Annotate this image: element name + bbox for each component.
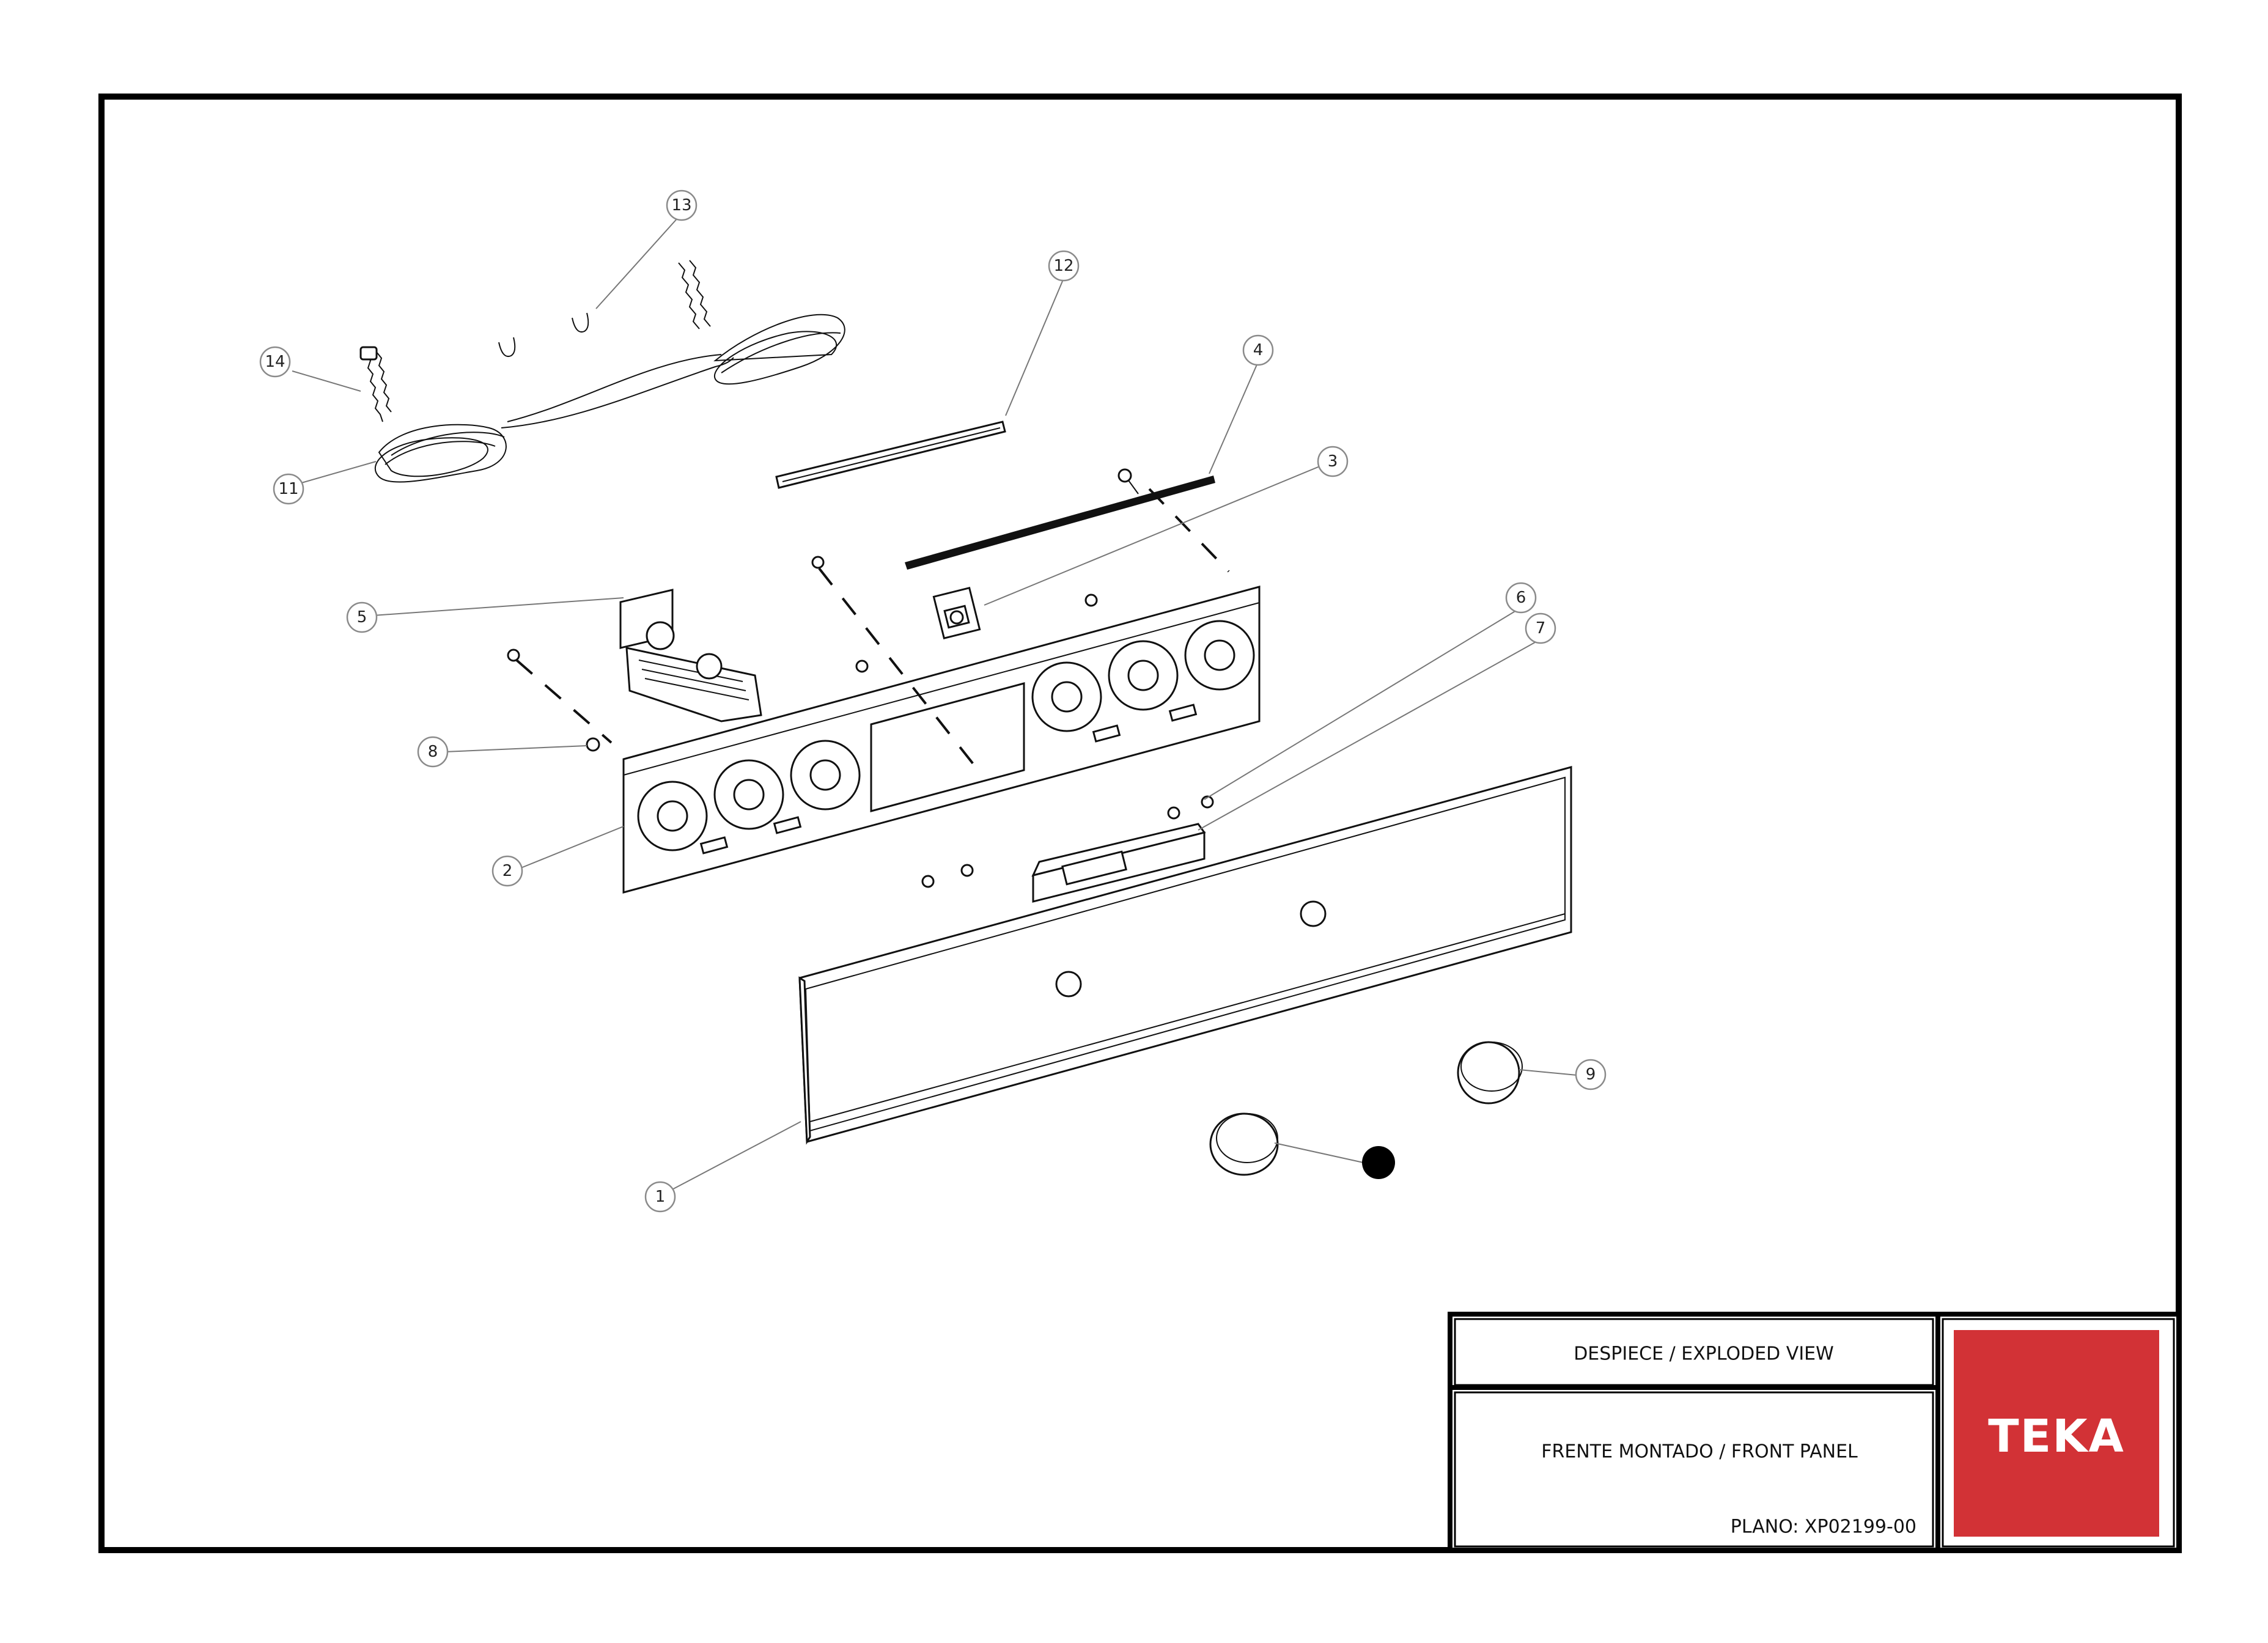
aperture [1031,661,1102,732]
svg-text:9: 9 [1586,1065,1596,1084]
part-11-cable-harness [375,314,845,483]
svg-text:3: 3 [1328,452,1338,471]
callout-13: 13 [666,189,698,221]
svg-text:14: 14 [265,353,285,371]
part-5-programmer [619,589,762,722]
svg-text:5: 5 [357,608,367,627]
part-9-knob [1457,1041,1523,1105]
part-3-switch [932,586,981,640]
callout-5: 5 [346,601,378,633]
svg-text:7: 7 [1536,619,1546,638]
aperture [790,740,861,810]
part-1-front-panel [798,766,1572,1145]
svg-text:2: 2 [503,862,513,880]
svg-text:1: 1 [655,1188,666,1206]
callout-11: 11 [273,473,304,505]
drawing-frame [98,94,2182,1553]
aperture [1108,640,1179,711]
callout-7: 7 [1525,612,1556,644]
part-7-display-module [1031,823,1206,903]
svg-text:12: 12 [1053,257,1073,275]
svg-text:13: 13 [671,196,691,215]
brand-logo-box [1954,1330,2159,1537]
callout-14: 14 [259,346,291,378]
callout-6: 6 [1505,582,1537,614]
svg-text:4: 4 [1253,341,1264,359]
callout-9: 9 [1575,1059,1607,1090]
brand-logo-text: TEKA [1988,1410,2125,1463]
svg-text:6: 6 [1516,589,1526,607]
callout-10-filled [1362,1146,1395,1179]
callout-12: 12 [1048,250,1080,282]
callout-1: 1 [644,1181,676,1213]
callout-3: 3 [1317,446,1349,477]
part-4-rod [905,468,1215,570]
assembly-lines [515,488,1230,771]
aperture [1184,620,1255,691]
svg-text:11: 11 [278,480,298,498]
part-13-clips [498,260,711,357]
leader-lines [292,216,1584,1193]
callout-4: 4 [1242,334,1274,366]
part-2-rear-panel [622,586,1261,894]
callout-2: 2 [492,855,523,887]
title-block: DESPIECE / EXPLODED VIEW FRENTE MONTADO … [1448,1312,2181,1553]
assembly-title: FRENTE MONTADO / FRONT PANEL [1541,1441,1858,1463]
part-14-chain-clip [359,346,392,422]
part-10-knob [1209,1112,1279,1176]
aperture [713,759,784,830]
drawing-code: PLANO: XP02199-00 [1731,1516,1916,1538]
callout-8: 8 [417,736,449,768]
part-12-top-bar [775,421,1006,489]
svg-text:8: 8 [428,743,438,761]
aperture [637,781,708,851]
screws [507,556,1214,888]
view-title: DESPIECE / EXPLODED VIEW [1574,1343,1834,1365]
